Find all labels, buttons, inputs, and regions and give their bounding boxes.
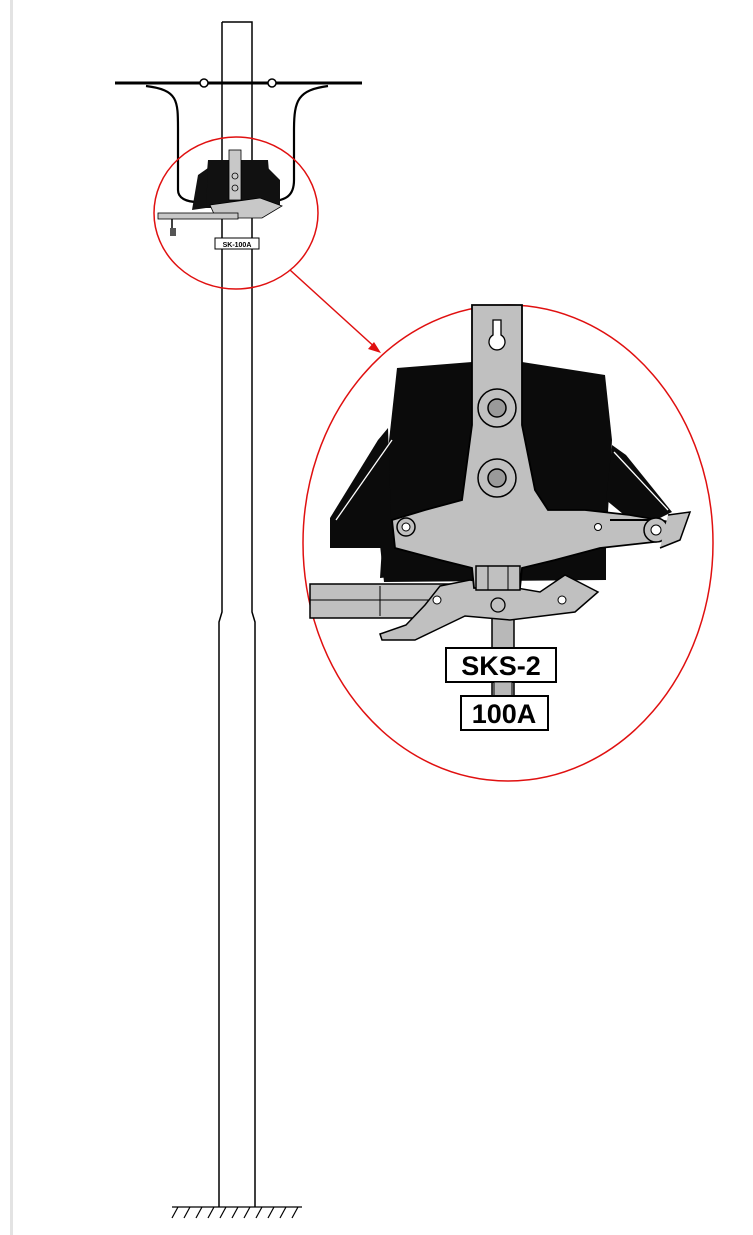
rating-label-text: 100A	[472, 699, 537, 729]
utility-pole	[218, 21, 256, 1207]
wire-insulators	[199, 78, 277, 88]
mounting-bracket	[391, 304, 673, 589]
callout-small-circle	[153, 136, 319, 290]
rating-label: 100A	[460, 695, 549, 731]
enlarged-switch-detail	[309, 304, 692, 699]
callout-arrow-line	[289, 269, 379, 351]
model-label: SKS-2	[445, 647, 557, 683]
callout-arrow-head	[368, 342, 381, 353]
small-switch-device	[157, 149, 283, 236]
ground-hatch	[171, 1206, 302, 1219]
overhead-wires	[115, 81, 362, 204]
latch-hook	[379, 574, 600, 641]
small-rating-tag: SK-100A	[214, 237, 260, 250]
keyhole-slot	[488, 319, 506, 351]
small-tag-text: SK-100A	[223, 242, 252, 249]
bracket-bolts	[477, 388, 517, 498]
page-left-rule	[10, 0, 13, 1235]
model-label-text: SKS-2	[461, 651, 541, 681]
